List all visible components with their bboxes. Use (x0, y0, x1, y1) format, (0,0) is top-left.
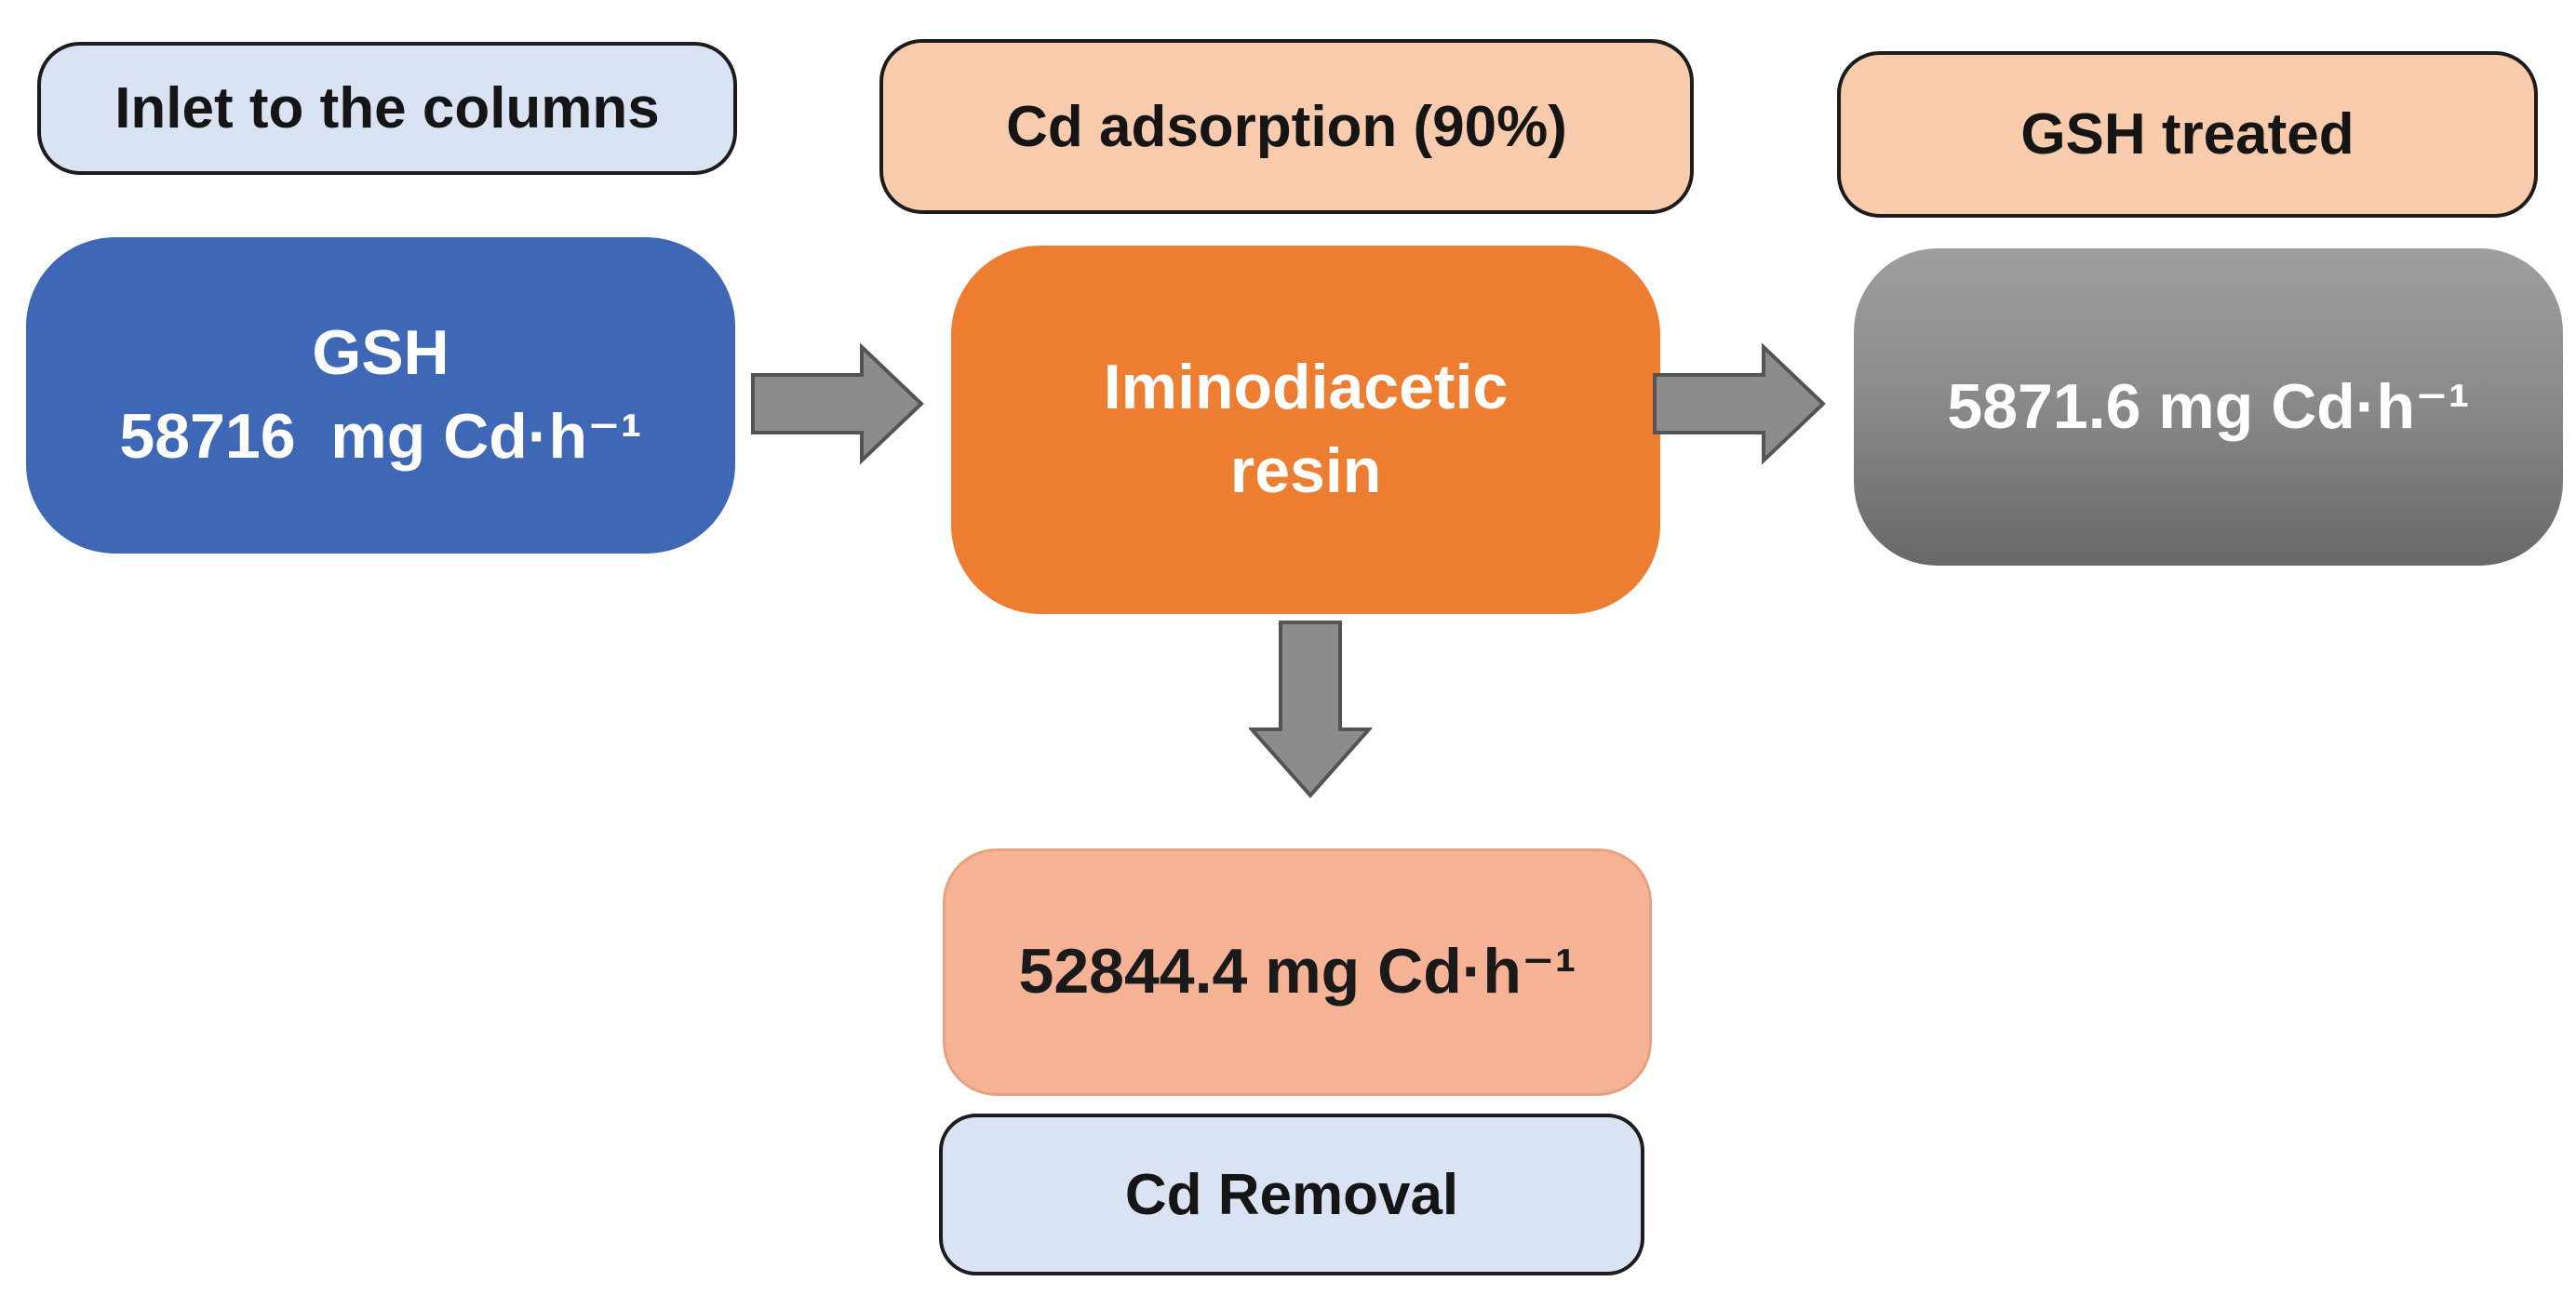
inlet-label-text: Inlet to the columns (114, 76, 660, 140)
gsh-treated-output-node: 5871.6 mg Cd·h⁻¹ (1854, 248, 2563, 566)
gsh-inlet-node-value: 58716 mg Cd·h⁻¹ (119, 401, 642, 472)
inlet-label: Inlet to the columns (37, 42, 737, 175)
arrow-right-resin-to-treated-icon (1652, 342, 1827, 465)
gsh-inlet-node: GSH 58716 mg Cd·h⁻¹ (26, 237, 735, 554)
cd-removal-label: Cd Removal (939, 1114, 1644, 1275)
gsh-treated-output-value: 5871.6 mg Cd·h⁻¹ (1947, 370, 2470, 442)
removed-cd-node: 52844.4 mg Cd·h⁻¹ (943, 848, 1652, 1096)
iminodiacetic-resin-node: Iminodiacetic resin (951, 246, 1660, 614)
gsh-treated-label-text: GSH treated (2020, 102, 2355, 167)
gsh-treated-label: GSH treated (1837, 51, 2538, 218)
cd-removal-label-text: Cd Removal (1124, 1162, 1459, 1227)
arrow-right-inlet-to-resin-icon (750, 342, 925, 465)
resin-node-line2: resin (1229, 435, 1382, 506)
removed-cd-node-value: 52844.4 mg Cd·h⁻¹ (1018, 936, 1576, 1008)
cd-adsorption-label-text: Cd adsorption (90%) (1006, 94, 1567, 159)
cd-adsorption-label: Cd adsorption (90%) (879, 39, 1694, 214)
gsh-inlet-node-title: GSH (312, 317, 449, 389)
resin-node-line1: Iminodiacetic (1103, 352, 1509, 423)
arrow-down-resin-to-removal-icon (1249, 620, 1372, 798)
